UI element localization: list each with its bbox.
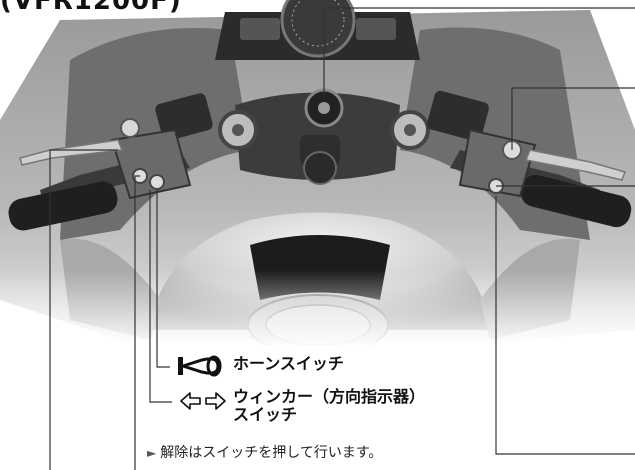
right-reservoir: [427, 90, 489, 142]
note: ►解除はスイッチを押して行います。: [147, 442, 382, 462]
horn-switch-knob: [149, 174, 165, 190]
callout-turn: [149, 190, 172, 403]
callout-right-upper: [511, 87, 635, 150]
model-title: (VFR1200F): [0, 0, 182, 16]
horn-icon: [174, 352, 226, 380]
callout-right-lower: [495, 196, 635, 455]
left-reservoir: [155, 93, 213, 141]
callout-ignition: [323, 7, 635, 95]
turn-signal-label-line2: スイッチ: [233, 405, 298, 425]
right-grip: [520, 174, 632, 228]
lcd-right: [356, 18, 396, 40]
turn-signal-switch-label: ウィンカー（方向指示器） スイッチ: [233, 387, 426, 425]
left-switch-housing: [110, 128, 192, 200]
speedometer: [280, 0, 356, 58]
callout-lines: [49, 7, 635, 470]
callout-left-inner: [134, 175, 140, 470]
callout-horn: [156, 190, 170, 368]
horn-switch-label: ホーンスイッチ: [233, 354, 344, 373]
callout-left-outer: [49, 149, 118, 470]
note-text: 解除はスイッチを押して行います。: [160, 445, 383, 461]
note-marker-icon: ►: [147, 446, 157, 460]
brake-lever: [524, 149, 626, 181]
left-grip: [8, 181, 118, 231]
turn-signal-label-line1: ウィンカー（方向指示器）: [233, 387, 426, 406]
turn-signal-arrows-icon: [178, 388, 228, 414]
lcd-left: [240, 18, 280, 40]
